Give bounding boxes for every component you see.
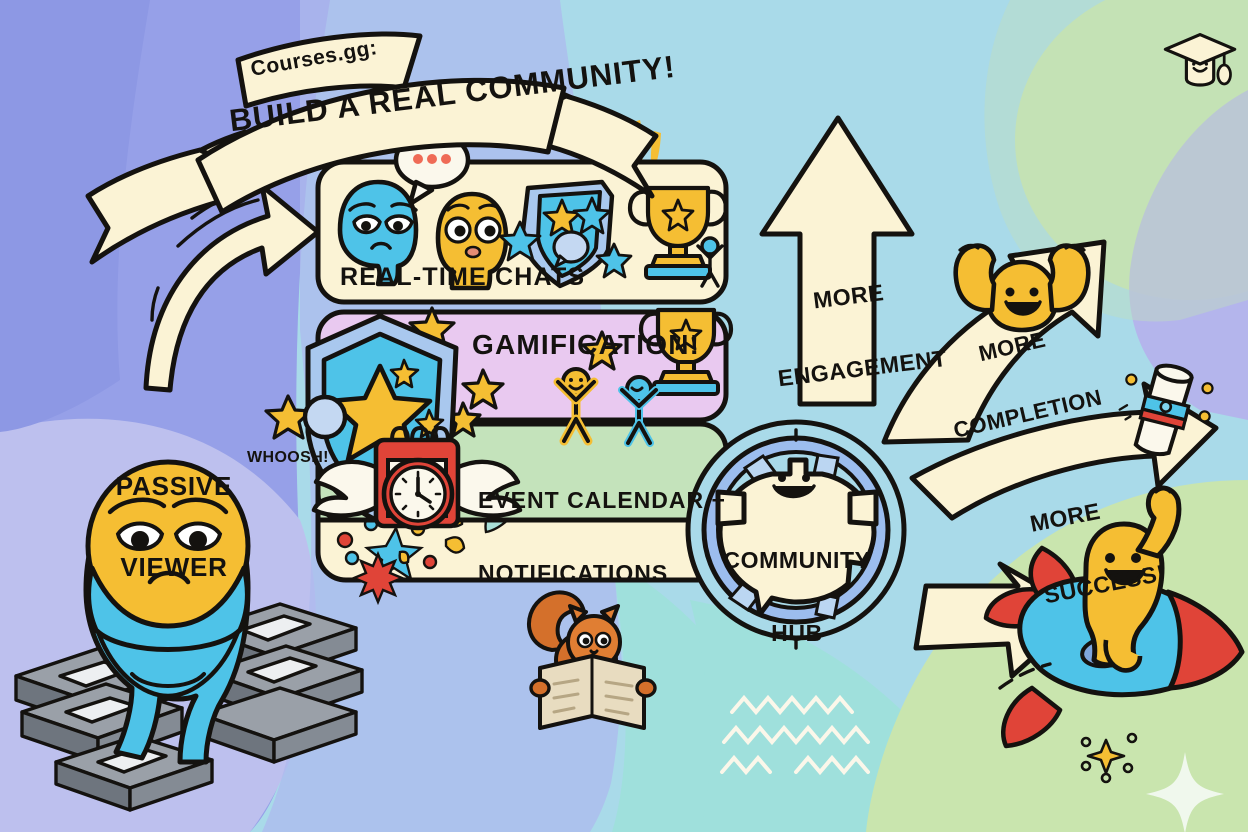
rocket-icon (983, 485, 1245, 784)
trophy-icon-chats (627, 185, 729, 288)
passive-viewer-label: PASSIVE VIEWER (84, 418, 264, 636)
squirrel-reading-map-icon (527, 590, 657, 730)
card-chats-label: REAL-TIME CHATS (340, 263, 586, 291)
passive-viewer-line2: VIEWER (120, 552, 228, 583)
graduation-cap-icon (1163, 33, 1237, 87)
flexing-muscle-character-icon (953, 243, 1091, 333)
whoosh-sfx-label: WHOOSH! (247, 449, 329, 466)
gear-hub-icon[interactable] (685, 419, 907, 658)
cheering-figure-yellow-icon (553, 367, 599, 446)
card-calendar-label-line2: NOTIFICATIONS (478, 559, 669, 586)
card-calendar-label: EVENT CALENDAR + NOTIFICATIONS (478, 440, 726, 633)
arrow-engagement-line1: MORE (811, 279, 886, 314)
arrow-success-line1: MORE (1027, 497, 1103, 538)
hub-label-line1: COMMUNITY (723, 547, 871, 574)
yellow-character-icon (435, 191, 509, 291)
cheering-figure-blue-icon (618, 375, 660, 447)
arrow-engagement-line2: ENGAGEMENT (776, 344, 949, 392)
arrow-completion-line2: COMPLETION (951, 384, 1105, 444)
sparkle-small-icon (1080, 732, 1138, 784)
vhs-stack-icon (14, 602, 364, 812)
hub-label: COMMUNITY HUB (717, 500, 877, 693)
card-gamification-label: GAMIFICATION! (472, 329, 701, 360)
arrow-engagement-icon[interactable] (759, 115, 915, 407)
wavy-lines-icon (720, 694, 870, 776)
blue-character-icon (337, 179, 419, 287)
winged-calendar-clock-icon (311, 425, 523, 531)
badge-shield-icon (498, 179, 633, 289)
passive-viewer-character (83, 459, 251, 765)
diploma-scroll-icon (1118, 363, 1214, 457)
bg-lavender-right (1129, 90, 1248, 420)
arrow-success-line2: SUCCESS! (1041, 559, 1168, 609)
hub-label-line2: HUB (771, 619, 823, 646)
card-calendar-label-line1: EVENT CALENDAR + (478, 487, 726, 514)
arrow-engagement-label: MORE ENGAGEMENT (762, 227, 949, 438)
sparkle-icon (1146, 752, 1224, 832)
bg-left-accent (0, 0, 150, 432)
trophy-icon-gamification (638, 307, 734, 396)
passive-viewer-line1: PASSIVE (115, 470, 233, 501)
ribbon-banner-icon (85, 31, 659, 265)
bg-soft-green (984, 0, 1248, 322)
cheering-yellow-character (1082, 485, 1182, 673)
arrow-completion-line1: MORE (976, 326, 1049, 367)
